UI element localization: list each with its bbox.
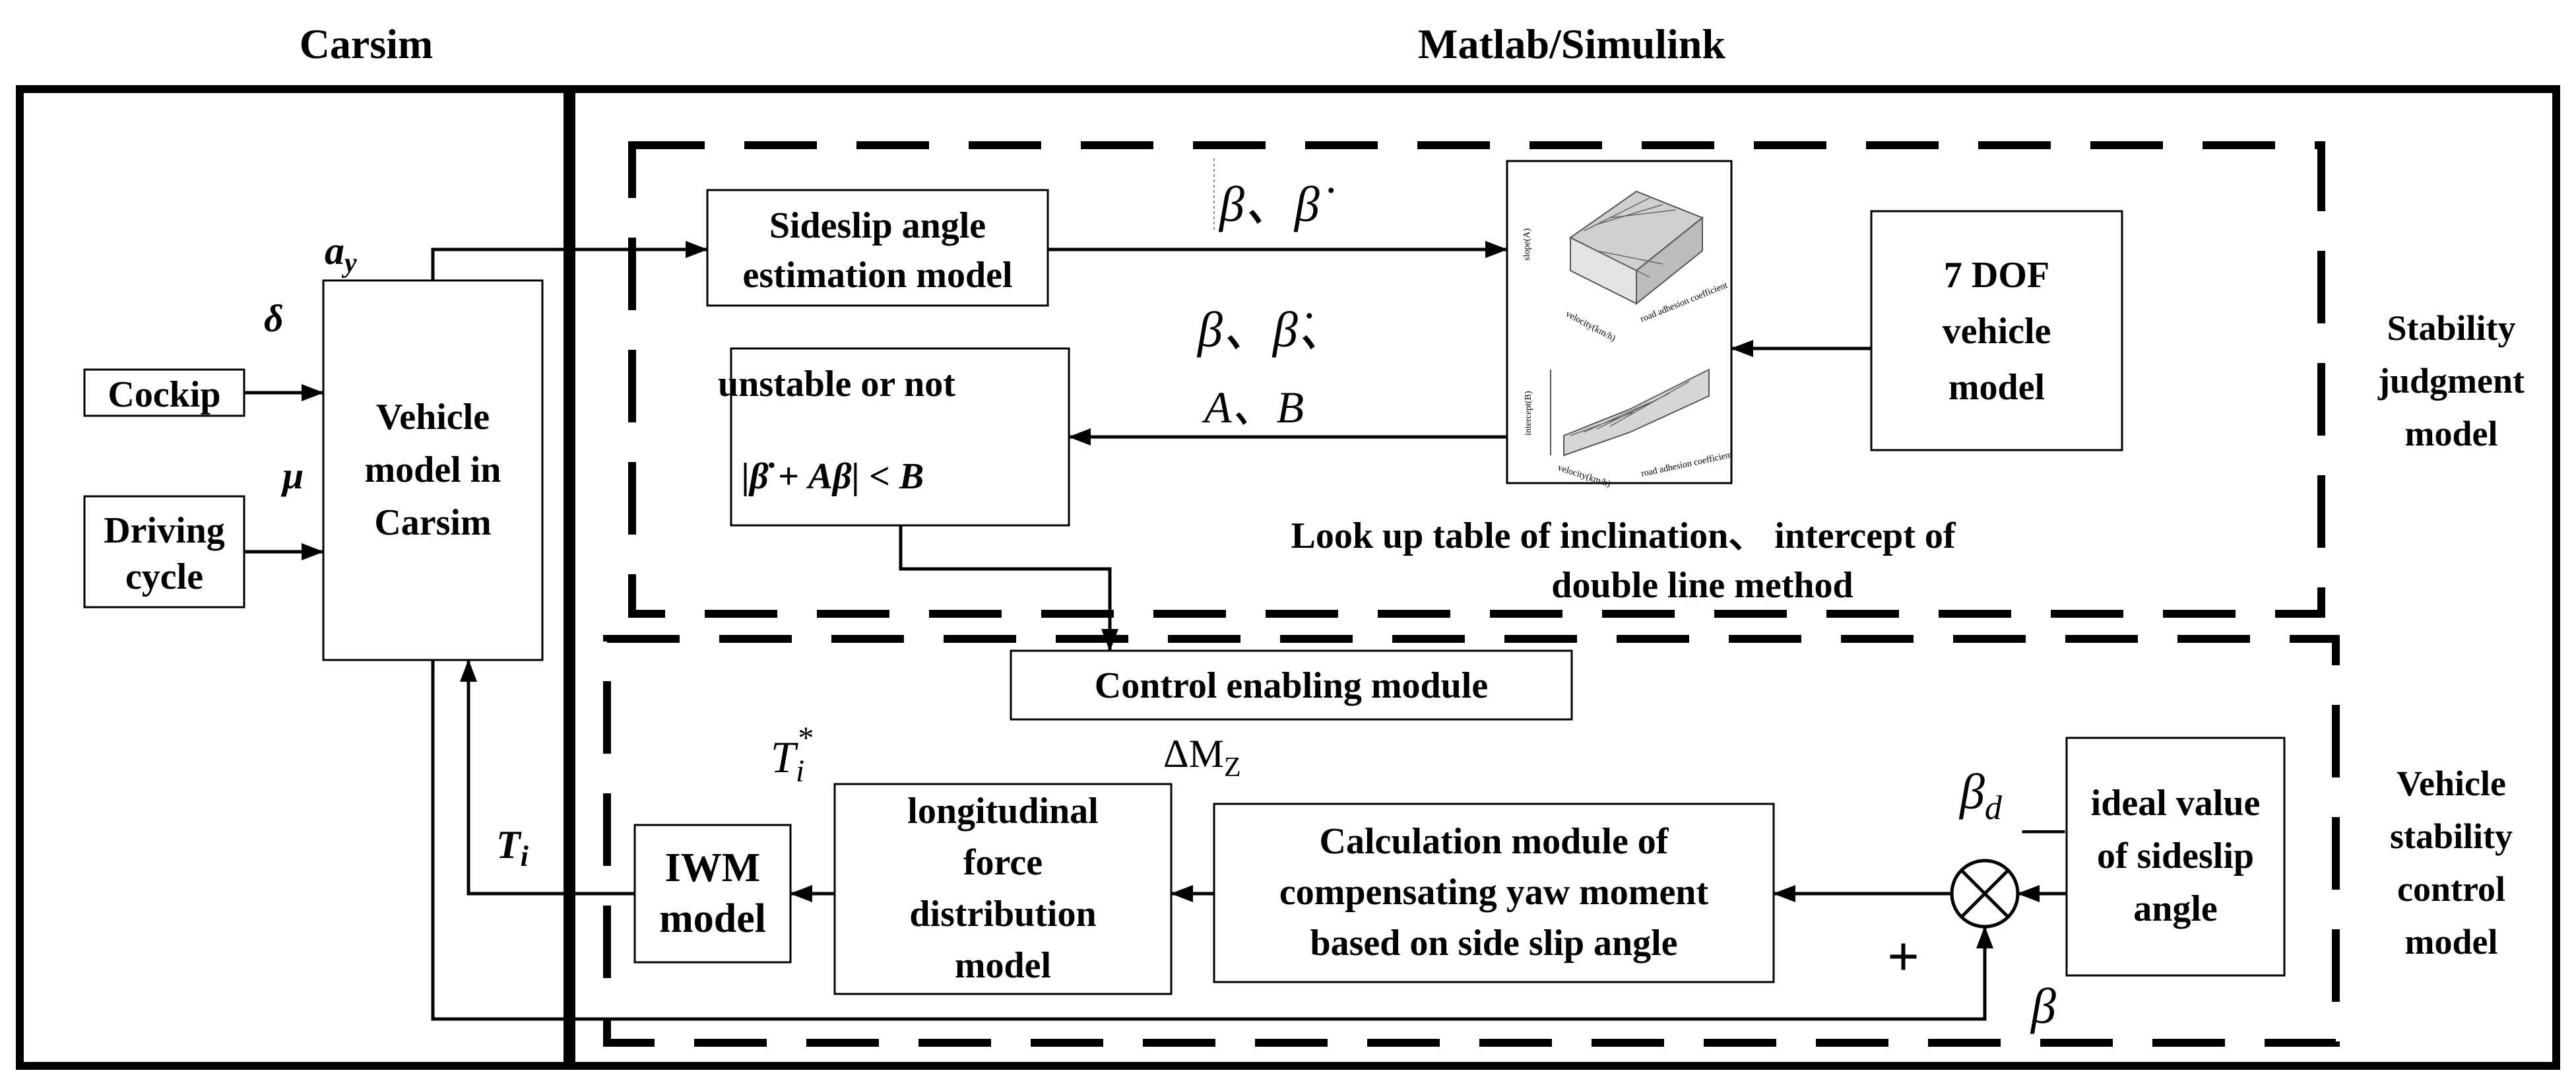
iwm-model-block: IWM model xyxy=(633,824,792,964)
beta-bottom-label: β xyxy=(2030,979,2056,1034)
dof-model-block: 7 DOF vehicle model xyxy=(1870,210,2123,451)
minus-sign: — xyxy=(2022,804,2065,851)
svg-text:model in: model in xyxy=(365,449,501,490)
svg-text:judgment: judgment xyxy=(2377,361,2525,401)
driving-cycle-block: Driving cycle xyxy=(83,495,245,609)
svg-text:Driving: Driving xyxy=(104,510,225,551)
svg-text:model: model xyxy=(659,896,766,941)
svg-text:longitudinal: longitudinal xyxy=(907,791,1098,832)
ay-to-sideslip-arrow xyxy=(431,241,708,280)
lookup-caption-line1: Look up table of inclination、 intercept … xyxy=(1291,515,1956,556)
vehicle-model-block: Vehicle model in Carsim xyxy=(322,279,544,661)
a-b-label: A、B xyxy=(1202,382,1304,432)
lookup-caption-line2: double line method xyxy=(1551,565,1853,606)
delta-label: δ xyxy=(264,297,284,340)
svg-text:force: force xyxy=(963,842,1043,883)
svg-text:Sideslip angle: Sideslip angle xyxy=(769,205,986,246)
delta-mz-label: ΔMZ xyxy=(1163,732,1241,783)
svg-text:vehicle: vehicle xyxy=(1943,311,2051,352)
control-enabling-block: Control enabling module xyxy=(1010,649,1573,721)
stability-control-label: Vehicle stability control model xyxy=(2390,764,2513,962)
ay-label: ay xyxy=(325,229,357,279)
svg-text:unstable or not: unstable or not xyxy=(718,364,955,405)
svg-text:7 DOF: 7 DOF xyxy=(1944,255,2049,296)
svg-text:stability: stability xyxy=(2390,816,2513,856)
svg-text:Vehicle: Vehicle xyxy=(2397,764,2506,803)
summing-junction xyxy=(1950,859,2020,929)
beta-d-label: βd xyxy=(1958,764,2003,827)
force-distribution-block: longitudinal force distribution model xyxy=(833,783,1173,995)
stability-control-region xyxy=(603,635,2340,1047)
beta-feedback-arrow xyxy=(431,660,1993,1021)
svg-text:based on side slip angle: based on side slip angle xyxy=(1310,923,1677,964)
svg-text:Control enabling module: Control enabling module xyxy=(1095,665,1488,706)
iwm-to-vehicle-arrow xyxy=(460,659,635,896)
svg-text:compensating yaw moment: compensating yaw moment xyxy=(1279,872,1709,913)
svg-text:model: model xyxy=(2405,414,2498,453)
sideslip-estimation-block: Sideslip angle estimation model xyxy=(706,189,1049,307)
unstable-check-block: unstable or not |β̇ + Aβ| < B xyxy=(718,347,1070,527)
svg-text:angle: angle xyxy=(2133,888,2218,929)
svg-text:cycle: cycle xyxy=(125,556,203,597)
ti-star-label: Ti* xyxy=(771,721,812,789)
beta-betadot-mid-label: β、β̇、 xyxy=(1196,302,1348,358)
svg-text:Cockip: Cockip xyxy=(108,374,220,415)
ti-label: Ti xyxy=(496,823,529,873)
mu-label: μ xyxy=(280,454,304,497)
svg-text:slope(A): slope(A) xyxy=(1522,228,1532,261)
svg-text:model: model xyxy=(1948,367,2045,408)
svg-text:distribution: distribution xyxy=(909,894,1096,935)
lookup-table-plots: slope(A) velocity(km/h) road adhesion co… xyxy=(1506,160,1733,490)
svg-text:model: model xyxy=(2405,922,2498,962)
svg-text:Vehicle: Vehicle xyxy=(376,397,490,438)
cockip-block: Cockip xyxy=(83,368,245,417)
svg-text:intercept(B): intercept(B) xyxy=(1524,391,1533,436)
svg-text:Carsim: Carsim xyxy=(374,502,491,543)
carsim-header: Carsim xyxy=(300,20,434,67)
svg-text:of sideslip: of sideslip xyxy=(2097,836,2254,876)
ideal-sideslip-block: ideal value of sideslip angle xyxy=(2065,737,2286,977)
svg-text:model: model xyxy=(955,945,1051,986)
stability-judgment-label: Stability judgment model xyxy=(2377,308,2525,453)
yaw-moment-calc-block: Calculation module of compensating yaw m… xyxy=(1213,803,1775,983)
simulink-frame xyxy=(567,85,2560,1070)
plus-sign: + xyxy=(1887,925,1919,988)
beta-betadot-top-label: β、β̇ xyxy=(1218,177,1334,232)
svg-text:IWM: IWM xyxy=(665,845,761,890)
svg-text:Stability: Stability xyxy=(2387,308,2515,348)
svg-text:Calculation module of: Calculation module of xyxy=(1320,821,1669,862)
simulink-header: Matlab/Simulink xyxy=(1418,20,1725,67)
svg-text:ideal value: ideal value xyxy=(2091,783,2261,824)
stability-judgment-region xyxy=(628,141,2325,618)
svg-text:estimation model: estimation model xyxy=(742,255,1012,296)
unstable-to-enable-arrow xyxy=(899,525,1118,651)
svg-text:|β̇ + Aβ| < B: |β̇ + Aβ| < B xyxy=(742,456,924,497)
svg-text:control: control xyxy=(2397,869,2505,909)
